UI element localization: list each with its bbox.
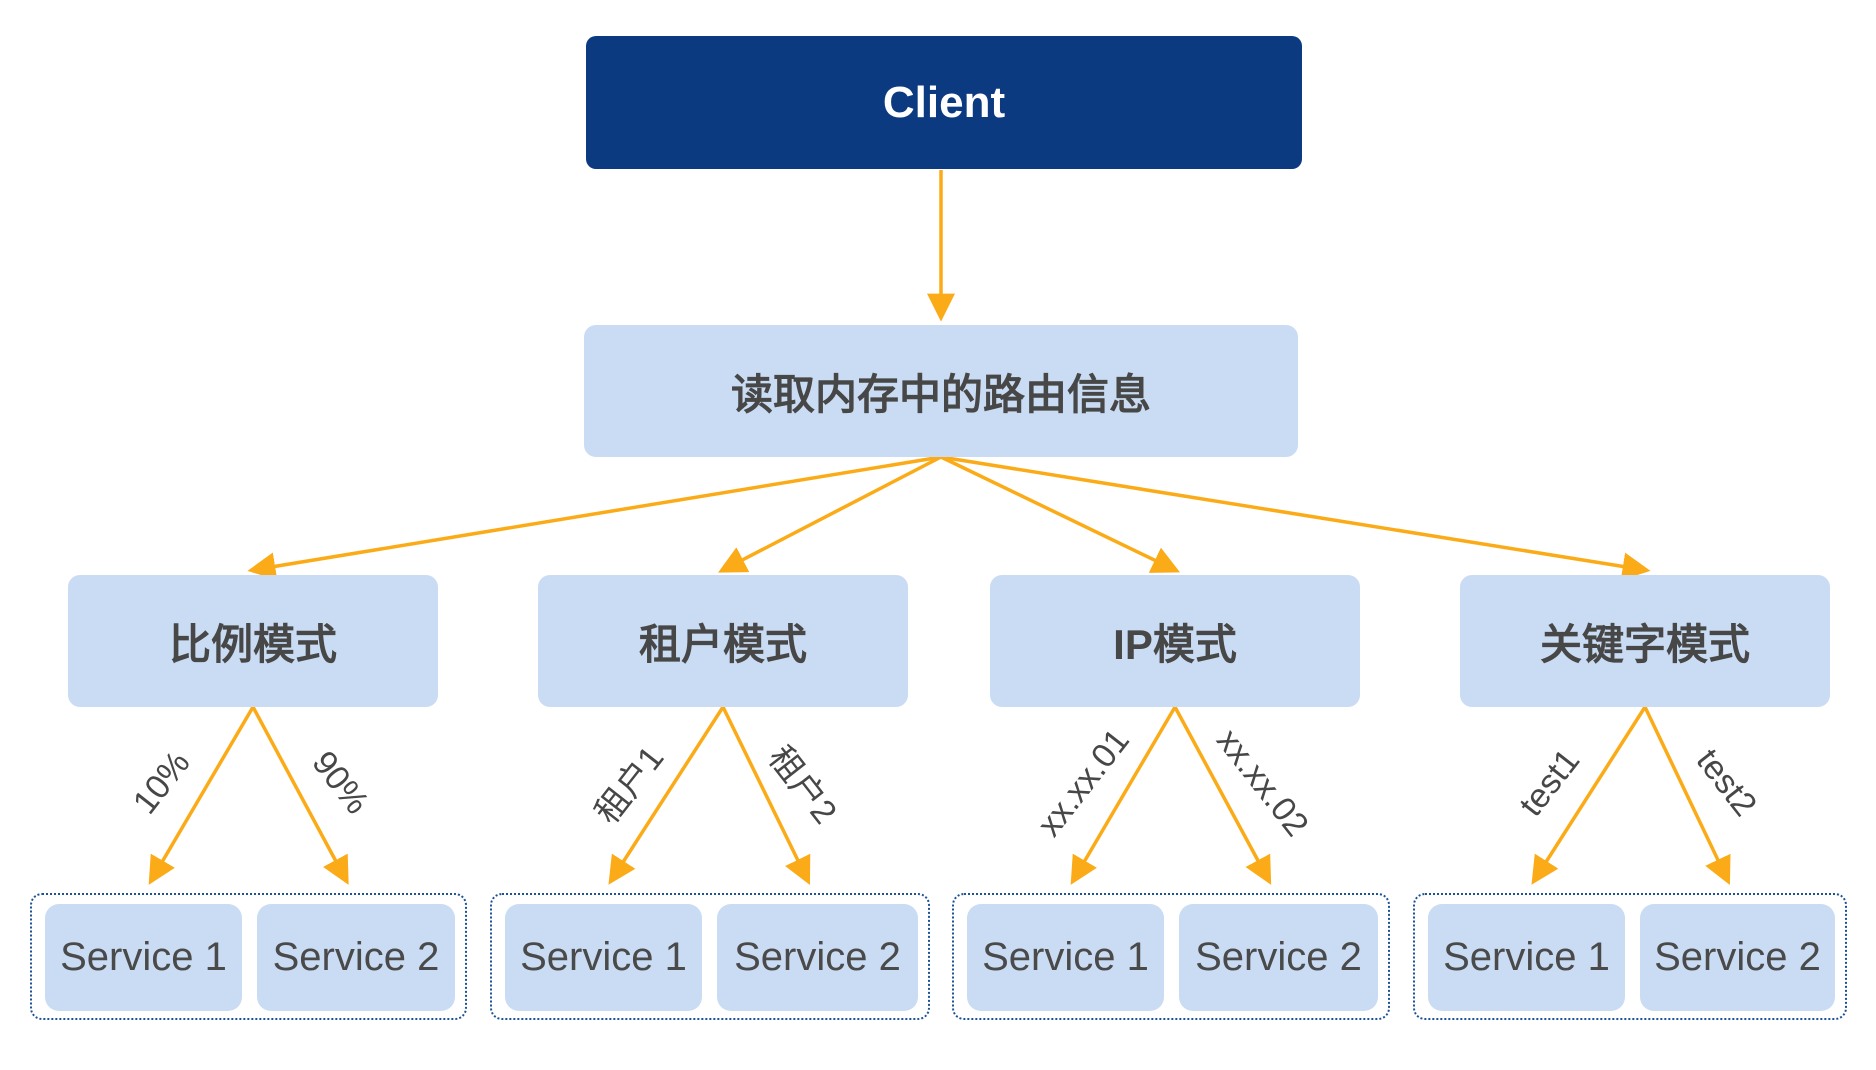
service-label: Service 2	[734, 935, 901, 979]
service-label: Service 1	[982, 935, 1149, 979]
service-node-1: Service 1	[45, 904, 242, 1011]
service-node-1: Service 1	[505, 904, 702, 1011]
service-label: Service 1	[60, 935, 227, 979]
mode-node: 租户模式	[538, 575, 908, 707]
router-node: 读取内存中的路由信息	[584, 325, 1298, 457]
arrow-router-to-mode-1	[718, 455, 942, 573]
mode-label: 租户模式	[638, 620, 807, 668]
service-group: Service 1 Service 2	[490, 893, 930, 1020]
service-group: Service 1 Service 2	[30, 893, 467, 1020]
arrow-mode-1-to-service-1	[608, 706, 725, 885]
mode-label: 比例模式	[168, 620, 337, 668]
arrow-mode-3-to-service-1	[1531, 706, 1647, 885]
service-label: Service 1	[1443, 935, 1610, 979]
arrow-mode-2-to-service-2	[1173, 706, 1272, 885]
service-node-2: Service 2	[1640, 904, 1835, 1011]
arrow-mode-0-to-service-2	[251, 706, 349, 885]
service-node-1: Service 1	[1428, 904, 1625, 1011]
service-node-2: Service 2	[717, 904, 918, 1011]
arrow-router-to-mode-0	[247, 455, 942, 581]
service-group: Service 1 Service 2	[952, 893, 1390, 1020]
arrow-mode-3-to-service-2	[1643, 706, 1731, 886]
router-label: 读取内存中的路由信息	[730, 370, 1151, 418]
service-label: Service 2	[1195, 935, 1362, 979]
service-node-2: Service 2	[257, 904, 455, 1011]
client-label: Client	[882, 77, 1006, 127]
service-label: Service 2	[272, 935, 440, 979]
mode-label: IP模式	[1113, 620, 1237, 668]
arrow-router-to-mode-3	[940, 455, 1651, 581]
arrow-mode-2-to-service-1	[1070, 706, 1177, 885]
service-label: Service 2	[1654, 935, 1821, 979]
service-group: Service 1 Service 2	[1413, 893, 1847, 1020]
arrow-router-to-mode-2	[940, 455, 1181, 573]
mode-label: 关键字模式	[1539, 620, 1750, 668]
service-label: Service 1	[520, 935, 687, 979]
client-node: Client	[586, 36, 1302, 169]
mode-node: 关键字模式	[1460, 575, 1830, 707]
mode-node: IP模式	[990, 575, 1360, 707]
arrow-mode-0-to-service-1	[148, 706, 255, 885]
service-node-1: Service 1	[967, 904, 1164, 1011]
service-node-2: Service 2	[1179, 904, 1378, 1011]
arrow-mode-1-to-service-2	[721, 706, 811, 886]
mode-node: 比例模式	[68, 575, 438, 707]
